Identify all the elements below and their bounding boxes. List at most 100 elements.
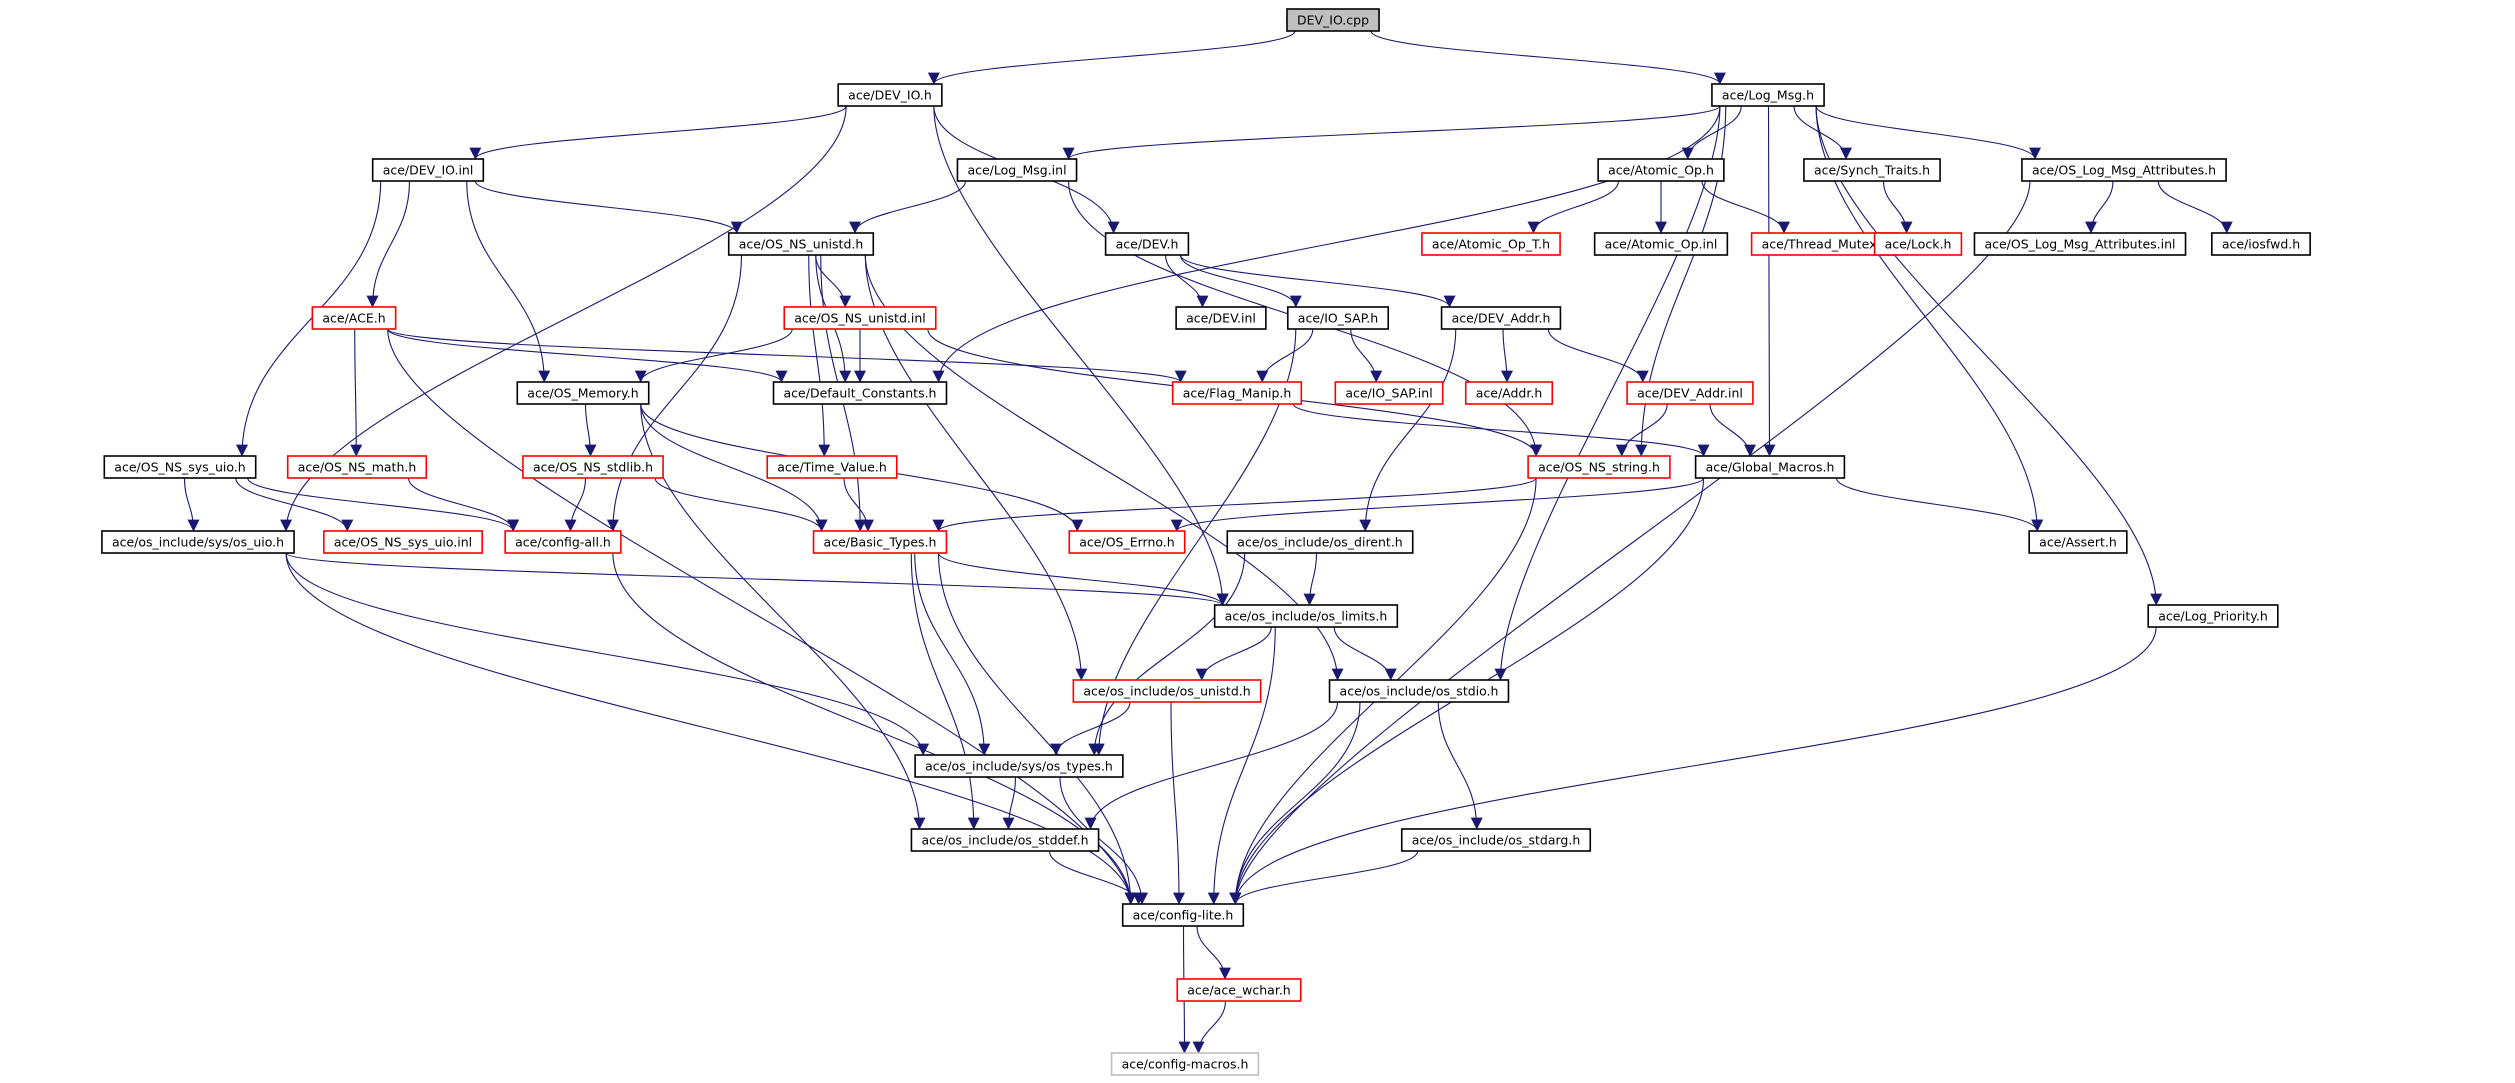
- node-label: ace/IO_SAP.h: [1298, 311, 1378, 326]
- node-label: ace/os_include/os_stddef.h: [921, 833, 1088, 848]
- edge-dev_io_h-to-os_limits_h: [933, 105, 1229, 606]
- edge-dev_io_cpp-to-log_msg_h: [1370, 30, 1726, 85]
- node-ace-log-priority-h[interactable]: ace/Log_Priority.h: [2147, 604, 2279, 628]
- edge-os_stdio_h-to-os_stddef_h: [1084, 701, 1339, 830]
- node-box: [727, 232, 875, 256]
- node-label: ace/OS_NS_string.h: [1538, 460, 1660, 475]
- node-ace-os-ns-unistd-h[interactable]: ace/OS_NS_unistd.h: [727, 232, 875, 256]
- node-ace-io-sap-h[interactable]: ace/IO_SAP.h: [1286, 306, 1390, 330]
- edge-log_msg_h-to-global_macros_h: [1763, 105, 1776, 457]
- node-label: ace/DEV_Addr.h: [1452, 311, 1551, 326]
- node-ace-os-log-msg-attributes-inl[interactable]: ace/OS_Log_Msg_Attributes.inl: [1973, 232, 2187, 256]
- node-ace-ace-wchar-h[interactable]: ace/ace_wchar.h: [1176, 978, 1302, 1002]
- edge-dev_addr_h-to-dev_addr_inl: [1547, 328, 1649, 383]
- node-ace-iosfwd-h[interactable]: ace/iosfwd.h: [2211, 232, 2311, 256]
- node-box: [101, 530, 295, 554]
- node-ace-log-msg-inl[interactable]: ace/Log_Msg.inl: [956, 158, 1078, 182]
- node-ace-config-macros-h[interactable]: ace/config-macros.h: [1110, 1052, 1260, 1076]
- node-ace-dev-addr-inl[interactable]: ace/DEV_Addr.inl: [1626, 381, 1754, 405]
- node-ace-os-include-os-dirent-h[interactable]: ace/os_include/os_dirent.h: [1226, 530, 1414, 554]
- node-ace-config-lite-h[interactable]: ace/config-lite.h: [1121, 903, 1245, 927]
- node-label: ace/DEV_IO.inl: [383, 163, 474, 178]
- node-ace-thread-mutex-h[interactable]: ace/Thread_Mutex.h: [1750, 232, 1900, 256]
- node-box: [2021, 158, 2227, 182]
- node-box: [1597, 158, 1725, 182]
- node-box: [1104, 232, 1190, 256]
- node-ace-assert-h[interactable]: ace/Assert.h: [2028, 530, 2128, 554]
- node-ace-flag-manip-h[interactable]: ace/Flag_Manip.h: [1171, 381, 1303, 405]
- node-ace-os-ns-unistd-inl[interactable]: ace/OS_NS_unistd.inl: [783, 306, 937, 330]
- node-ace-os-ns-math-h[interactable]: ace/OS_NS_math.h: [286, 455, 428, 479]
- edge-dev_addr_inl-to-os_ns_string_h: [1615, 403, 1668, 457]
- edge-os_limits_h-to-os_stdio_h: [1333, 626, 1397, 681]
- node-label: ace/Default_Constants.h: [784, 386, 937, 401]
- node-dev-io-cpp[interactable]: DEV_IO.cpp: [1286, 8, 1380, 32]
- node-ace-os-include-sys-os-uio-h[interactable]: ace/os_include/sys/os_uio.h: [101, 530, 295, 554]
- node-ace-dev-h[interactable]: ace/DEV.h: [1104, 232, 1190, 256]
- node-ace-atomic-op-inl[interactable]: ace/Atomic_Op.inl: [1593, 232, 1729, 256]
- node-label: ace/config-all.h: [515, 535, 611, 550]
- node-ace-lock-h[interactable]: ace/Lock.h: [1873, 232, 1963, 256]
- edge-ace_wchar_h-to-config_macros_h: [1192, 1000, 1227, 1054]
- edge-os_ns_unistd_h-to-config_all_h: [606, 254, 743, 532]
- edge-os_stdio_h-to-os_stdarg_h: [1437, 701, 1483, 830]
- node-ace-log-msg-h[interactable]: ace/Log_Msg.h: [1711, 83, 1825, 107]
- node-ace-synch-traits-h[interactable]: ace/Synch_Traits.h: [1803, 158, 1941, 182]
- node-ace-os-errno-h[interactable]: ace/OS_Errno.h: [1068, 530, 1186, 554]
- node-ace-os-ns-sys-uio-h[interactable]: ace/OS_NS_sys_uio.h: [103, 455, 257, 479]
- node-ace-basic-types-h[interactable]: ace/Basic_Types.h: [812, 530, 948, 554]
- node-ace-os-include-os-stdio-h[interactable]: ace/os_include/os_stdio.h: [1328, 679, 1510, 703]
- node-ace-os-ns-string-h[interactable]: ace/OS_NS_string.h: [1527, 455, 1671, 479]
- node-ace-global-macros-h[interactable]: ace/Global_Macros.h: [1694, 455, 1846, 479]
- node-label: ace/Synch_Traits.h: [1814, 163, 1930, 178]
- node-ace-dev-io-h[interactable]: ace/DEV_IO.h: [837, 83, 943, 107]
- node-box: [286, 455, 428, 479]
- node-ace-os-ns-stdlib-h[interactable]: ace/OS_NS_stdlib.h: [522, 455, 664, 479]
- edge-os_ns_math_h-to-config_all_h: [407, 477, 520, 532]
- node-ace-addr-h[interactable]: ace/Addr.h: [1464, 381, 1554, 405]
- node-box: [1593, 232, 1729, 256]
- node-ace-io-sap-inl[interactable]: ace/IO_SAP.inl: [1334, 381, 1444, 405]
- node-box: [522, 455, 664, 479]
- node-label: ace/ace_wchar.h: [1187, 983, 1290, 998]
- node-box: [812, 530, 948, 554]
- node-ace-dev-io-inl[interactable]: ace/DEV_IO.inl: [371, 158, 485, 182]
- node-label: ace/iosfwd.h: [2222, 237, 2300, 252]
- edge-flag_manip_h-to-global_macros_h: [1292, 403, 1710, 457]
- node-box: [2147, 604, 2279, 628]
- edge-log_msg_h-to-log_msg_inl: [1062, 105, 1721, 160]
- node-box: [1694, 455, 1846, 479]
- node-ace-os-include-os-limits-h[interactable]: ace/os_include/os_limits.h: [1213, 604, 1399, 628]
- node-ace-os-include-sys-os-types-h[interactable]: ace/os_include/sys/os_types.h: [914, 754, 1124, 778]
- node-box: [956, 158, 1078, 182]
- node-ace-config-all-h[interactable]: ace/config-all.h: [504, 530, 622, 554]
- node-label: ace/DEV.h: [1116, 237, 1179, 252]
- node-box: [1973, 232, 2187, 256]
- node-ace-os-log-msg-attributes-h[interactable]: ace/OS_Log_Msg_Attributes.h: [2021, 158, 2227, 182]
- node-label: ace/Log_Msg.inl: [967, 163, 1066, 178]
- edge-dev_io_inl-to-ace_h: [366, 180, 411, 308]
- node-ace-atomic-op-h[interactable]: ace/Atomic_Op.h: [1597, 158, 1725, 182]
- node-ace-os-include-os-stddef-h[interactable]: ace/os_include/os_stddef.h: [910, 828, 1100, 852]
- edge-dev_io_inl-to-os_memory_h: [466, 180, 551, 383]
- node-ace-os-include-os-stdarg-h[interactable]: ace/os_include/os_stdarg.h: [1400, 828, 1592, 852]
- edge-os_memory_h-to-os_ns_stdlib_h: [584, 403, 597, 457]
- node-ace-os-memory-h[interactable]: ace/OS_Memory.h: [516, 381, 650, 405]
- edge-os_unistd_h-to-os_sys_types_h: [1050, 701, 1131, 756]
- node-ace-os-ns-sys-uio-inl[interactable]: ace/OS_NS_sys_uio.inl: [323, 530, 483, 554]
- node-ace-atomic-op-t-h[interactable]: ace/Atomic_Op_T.h: [1421, 232, 1561, 256]
- node-label: ace/DEV_Addr.inl: [1637, 386, 1743, 401]
- node-ace-default-constants-h[interactable]: ace/Default_Constants.h: [772, 381, 948, 405]
- edge-time_value_h-to-basic_types_h: [843, 477, 874, 532]
- edge-os_ns_sys_uio_h-to-config_all_h: [247, 477, 520, 532]
- node-label: ace/ACE.h: [322, 311, 385, 326]
- node-ace-os-include-os-unistd-h[interactable]: ace/os_include/os_unistd.h: [1072, 679, 1262, 703]
- edge-dev_h-to-dev_addr_h: [1179, 254, 1456, 308]
- node-ace-dev-inl[interactable]: ace/DEV.inl: [1175, 306, 1267, 330]
- edge-dev_addr_h-to-os_dirent_h: [1359, 328, 1457, 532]
- node-ace-ace-h[interactable]: ace/ACE.h: [311, 306, 397, 330]
- node-ace-dev-addr-h[interactable]: ace/DEV_Addr.h: [1440, 306, 1562, 330]
- node-ace-time-value-h[interactable]: ace/Time_Value.h: [766, 455, 898, 479]
- edge-dev_addr_inl-to-global_macros_h: [1709, 403, 1756, 457]
- node-box: [1213, 604, 1399, 628]
